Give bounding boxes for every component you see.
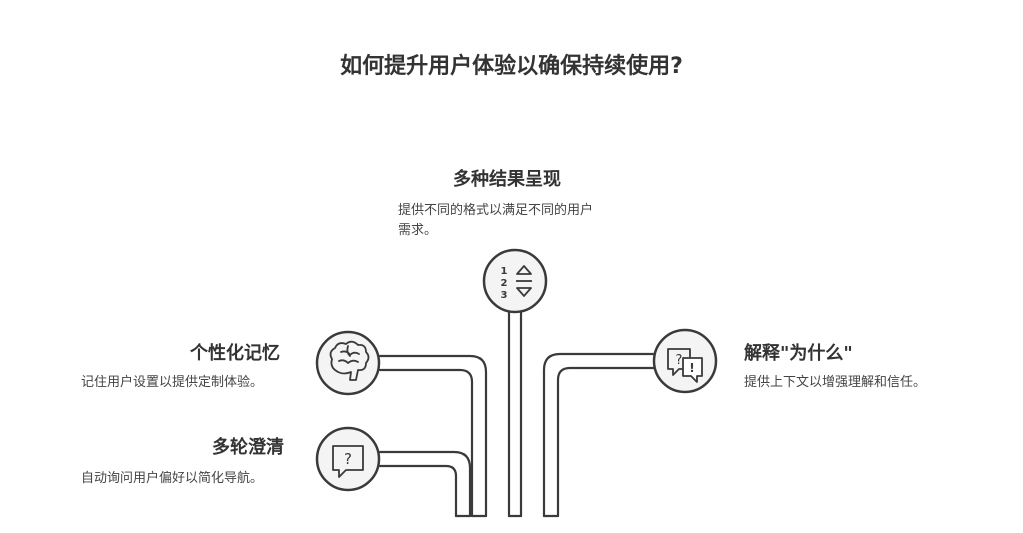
svg-text:?: ? (676, 353, 683, 368)
question-icon-circle (315, 426, 381, 492)
svg-text:2: 2 (501, 278, 508, 289)
center-pipe (507, 308, 523, 518)
description-line: 需求。 (398, 223, 438, 238)
numbered-list-sort-icon: 1 2 3 (501, 265, 532, 301)
branch-heading-explain-why: 解释"为什么" (744, 343, 853, 364)
page-title: 如何提升用户体验以确保持续使用? (340, 54, 683, 79)
left-lower-pipe (378, 450, 472, 518)
left-upper-pipe (378, 354, 488, 518)
svg-text:1: 1 (501, 266, 508, 277)
branch-description-personal-memory: 记住用户设置以提供定制体验。 (81, 375, 264, 390)
question-bubble-icon: ? (332, 445, 364, 478)
branch-description-multi-turn-clarify: 自动询问用户偏好以简化导航。 (81, 471, 264, 486)
branch-description-multi-result: 提供不同的格式以满足不同的用户 需求。 (398, 201, 648, 241)
svg-text:?: ? (344, 450, 352, 468)
branch-heading-multi-turn-clarify: 多轮澄清 (212, 437, 284, 458)
center-icon-circle (482, 248, 548, 314)
branch-heading-multi-result: 多种结果呈现 (453, 169, 561, 190)
description-line: 提供不同的格式以满足不同的用户 (398, 203, 594, 218)
branch-heading-personal-memory: 个性化记忆 (190, 343, 280, 364)
svg-text:3: 3 (501, 290, 508, 301)
question-exclamation-bubbles-icon: ? ! (667, 348, 703, 383)
brain-icon (329, 340, 370, 381)
branch-description-explain-why: 提供上下文以增强理解和信任。 (744, 375, 927, 390)
right-pipe (542, 352, 656, 518)
svg-text:!: ! (689, 361, 694, 375)
